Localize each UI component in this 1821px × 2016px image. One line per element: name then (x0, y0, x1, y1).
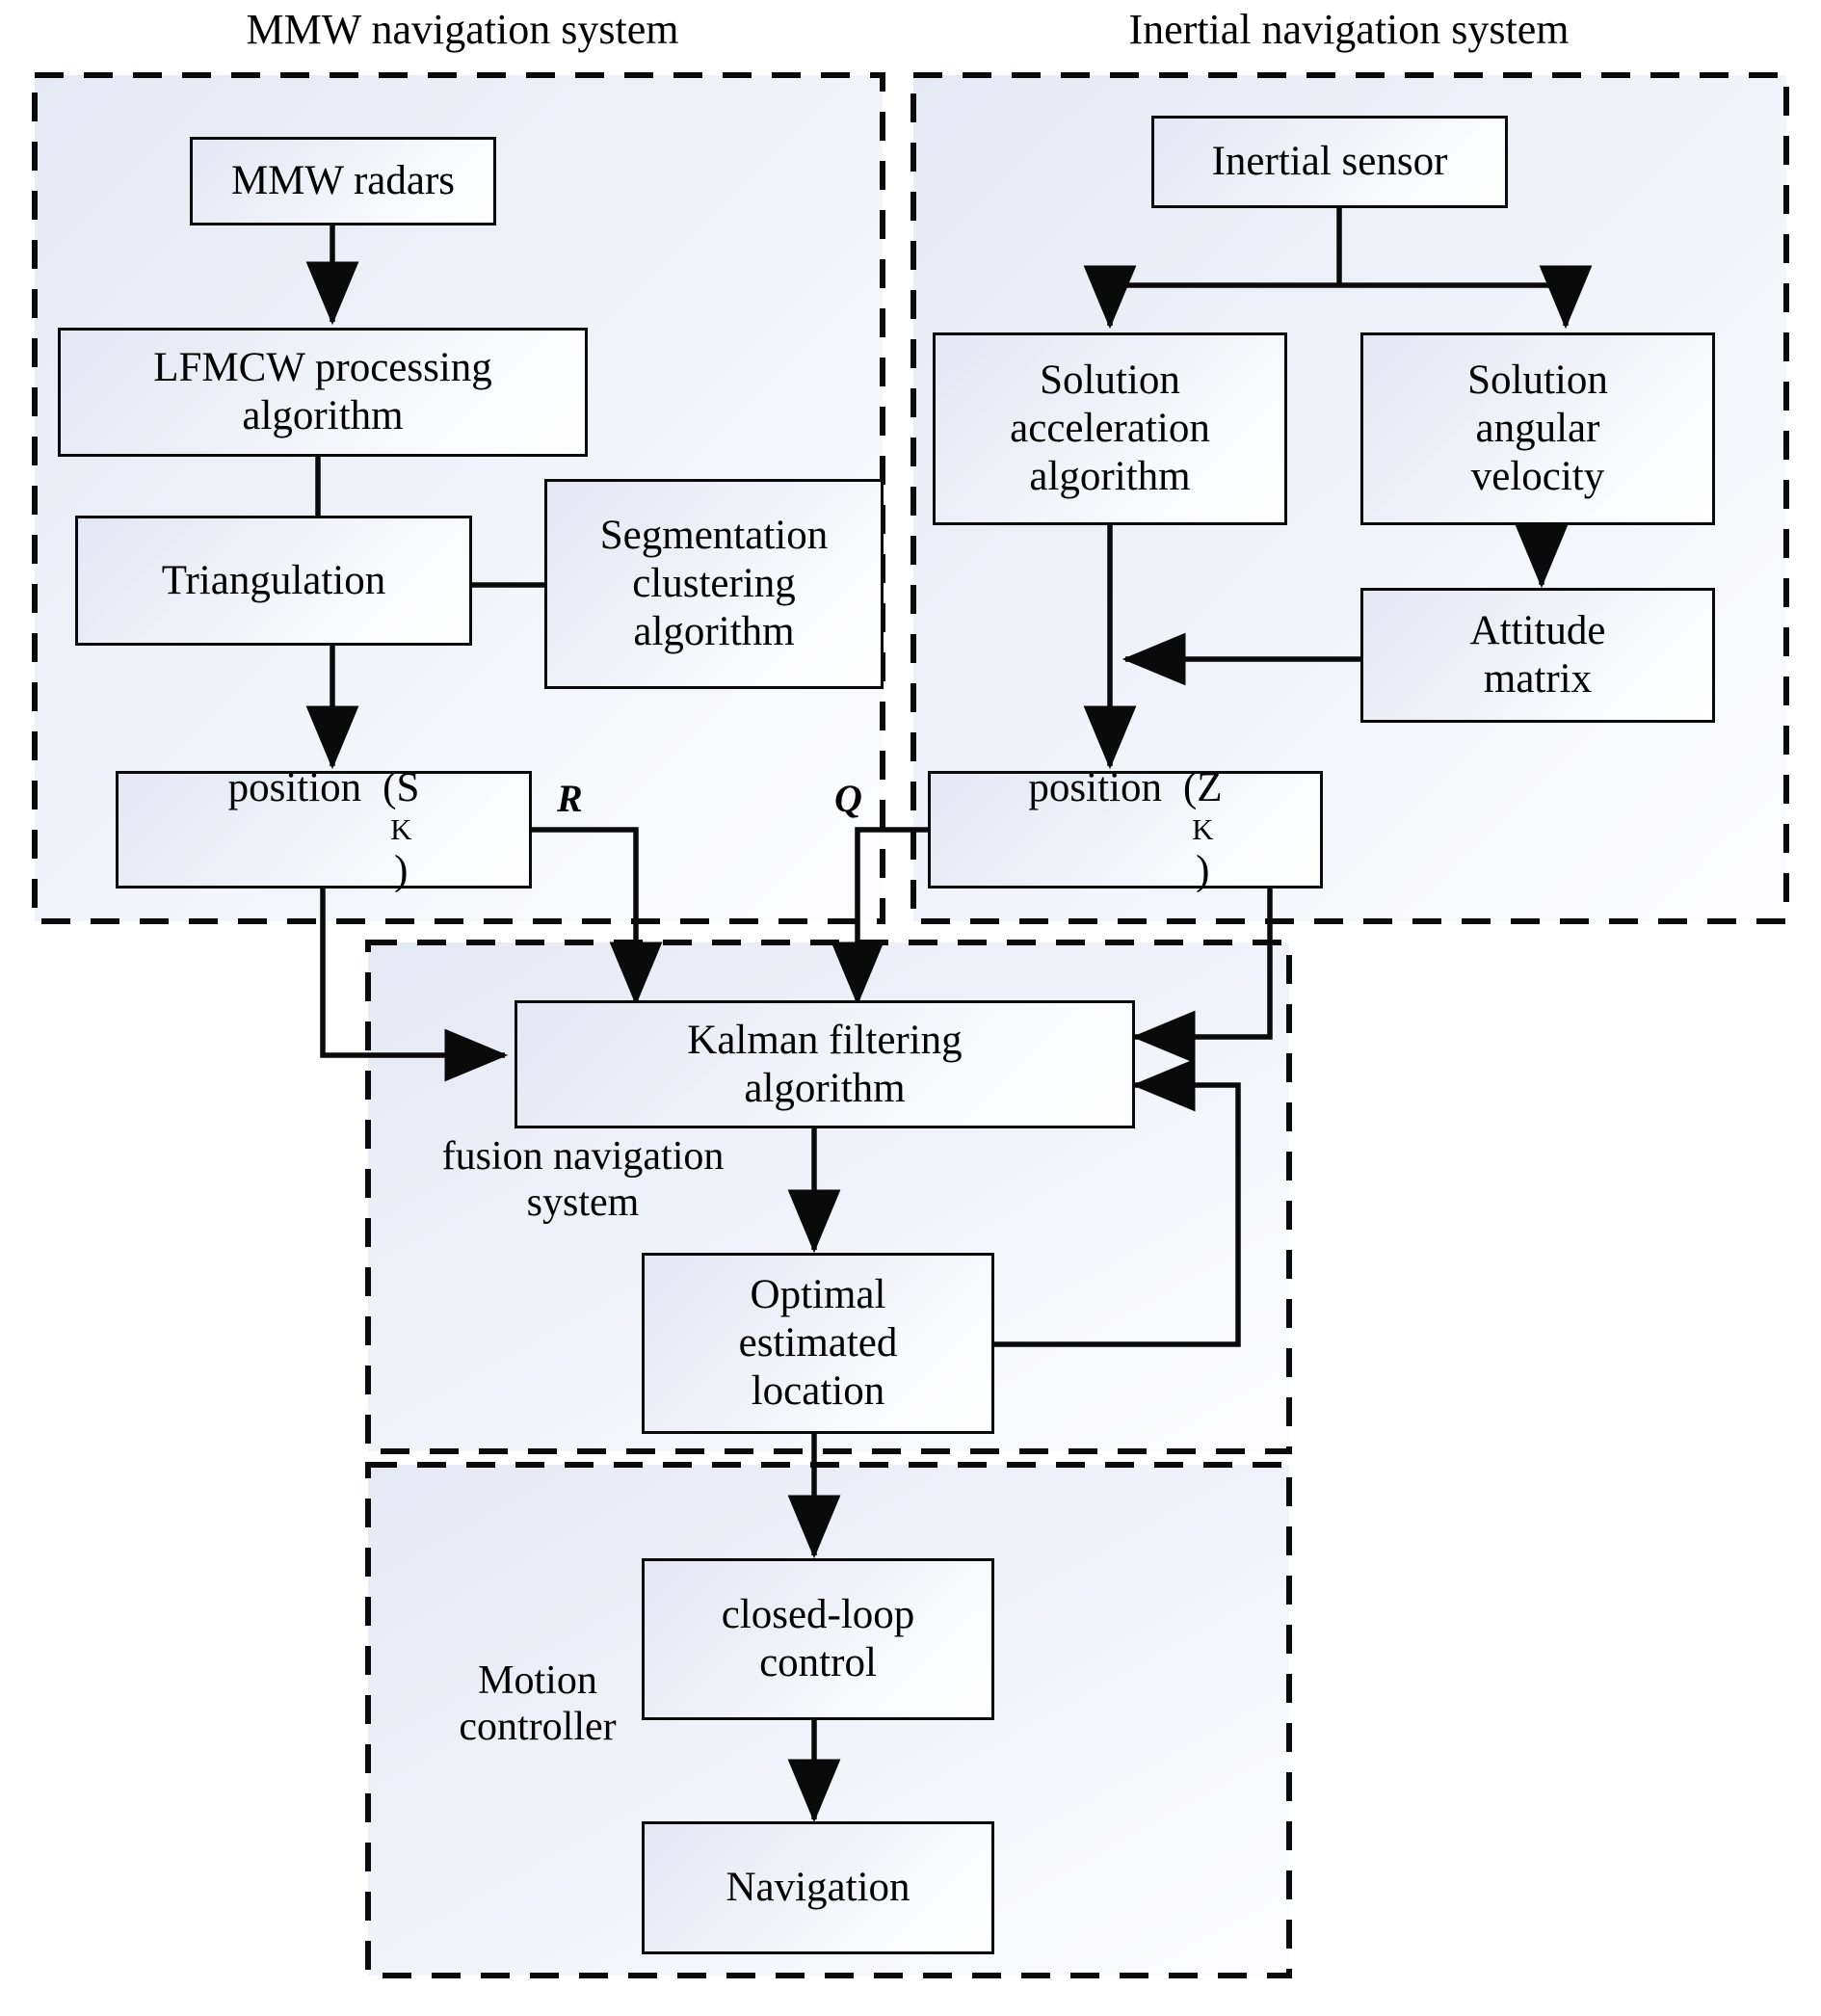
panel-caption-motion-line1: Motion (478, 1658, 597, 1703)
node-lfmcw-line1: LFMCW processing (153, 345, 492, 391)
node-segmentation-clustering-algorithm[interactable]: Segmentation clustering algorithm (544, 479, 884, 689)
node-solution-accel-line1: Solution (1040, 358, 1180, 404)
node-attitude-matrix-line2: matrix (1483, 656, 1593, 702)
node-solution-angular-line2: angular (1475, 406, 1600, 452)
edge-positionsk-R-to-kalman (532, 827, 663, 1006)
node-inertial-sensor[interactable]: Inertial sensor (1151, 116, 1508, 208)
node-solution-angular-velocity[interactable]: Solution angular velocity (1360, 332, 1715, 525)
node-kalman-line1: Kalman filtering (687, 1017, 963, 1063)
node-segmentation-line3: algorithm (633, 608, 795, 654)
panel-caption-motion: Motion controller (374, 1658, 701, 1751)
node-solution-angular-line3: velocity (1470, 453, 1605, 499)
node-position-zk-label: position (1028, 765, 1162, 811)
node-triangulation[interactable]: Triangulation (75, 516, 472, 646)
panel-caption-motion-line2: controller (459, 1705, 617, 1750)
node-optimal-line1: Optimal (750, 1272, 886, 1318)
panel-title-mmw: MMW navigation system (246, 6, 679, 53)
node-solution-angular-line1: Solution (1467, 358, 1608, 404)
node-solution-accel-line3: algorithm (1029, 453, 1191, 499)
node-segmentation-line1: Segmentation (599, 513, 829, 559)
node-segmentation-line2: clustering (632, 561, 796, 607)
node-mmw-radars-label: MMW radars (230, 158, 456, 204)
node-lfmcw-line2: algorithm (242, 393, 404, 438)
node-navigation[interactable]: Navigation (642, 1821, 994, 1954)
edge-positionsk-to-kalman-left (320, 889, 509, 1082)
node-triangulation-label: Triangulation (161, 557, 386, 603)
node-optimal-estimated-location[interactable]: Optimal estimated location (642, 1253, 994, 1434)
panel-caption-fusion-line2: system (526, 1180, 640, 1226)
node-inertial-sensor-label: Inertial sensor (1211, 139, 1448, 185)
node-navigation-label: Navigation (726, 1865, 910, 1911)
node-optimal-line2: estimated (738, 1320, 898, 1366)
node-solution-accel-line2: acceleration (1010, 406, 1210, 452)
panel-caption-fusion-line1: fusion navigation (441, 1134, 725, 1179)
node-position-sk-label: position (227, 765, 362, 811)
node-closed-loop-line2: control (759, 1640, 877, 1685)
node-solution-acceleration-algorithm[interactable]: Solution acceleration algorithm (933, 332, 1287, 525)
edge-positionzk-Q-to-kalman (831, 827, 928, 1006)
edge-label-R: R (557, 777, 583, 820)
node-lfmcw-processing-algorithm[interactable]: LFMCW processing algorithm (58, 328, 588, 457)
edge-positionzk-to-kalman-right (1131, 889, 1273, 1064)
node-mmw-radars[interactable]: MMW radars (190, 137, 496, 225)
node-kalman-line2: algorithm (744, 1065, 906, 1111)
panel-title-inertial: Inertial navigation system (1128, 6, 1570, 53)
node-optimal-line3: location (751, 1367, 885, 1414)
panel-caption-fusion: fusion navigation system (376, 1133, 790, 1227)
node-attitude-matrix[interactable]: Attitude matrix (1360, 588, 1715, 723)
edge-label-Q: Q (834, 777, 862, 820)
node-closed-loop-control[interactable]: closed-loop control (642, 1558, 994, 1720)
node-attitude-matrix-line1: Attitude (1469, 608, 1606, 654)
node-closed-loop-line1: closed-loop (721, 1592, 915, 1638)
node-kalman-filtering-algorithm[interactable]: Kalman filtering algorithm (515, 1000, 1135, 1128)
